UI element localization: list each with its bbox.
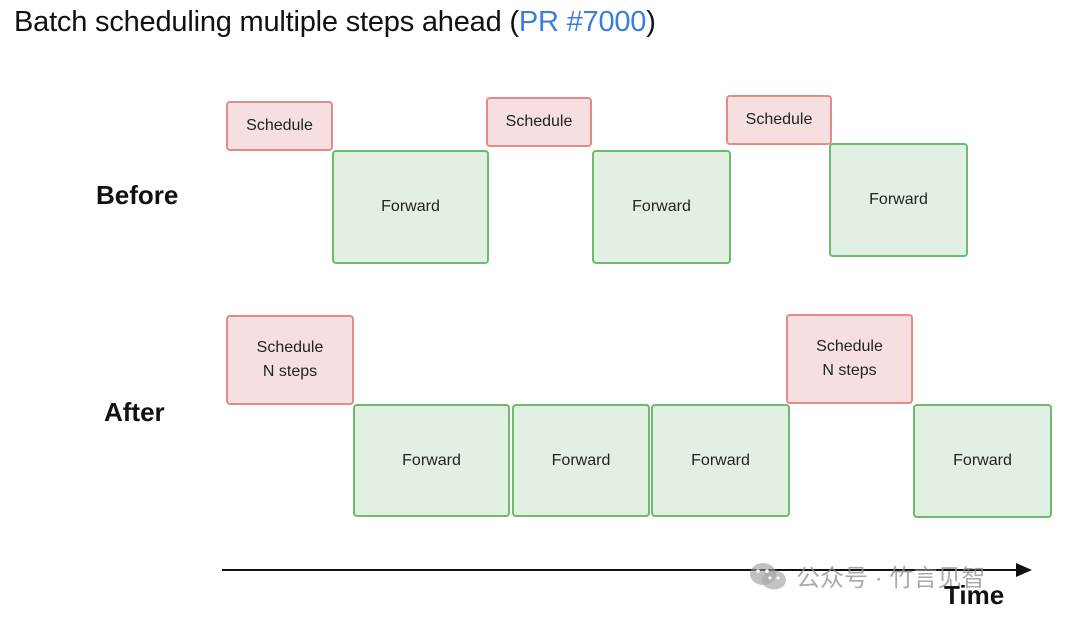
before-forward-1: Forward: [332, 150, 489, 264]
after-forward-4: Forward: [913, 404, 1052, 518]
time-axis-arrowhead: [1016, 563, 1032, 577]
box-text: Schedule: [745, 111, 813, 128]
box-text-line: Schedule: [816, 338, 883, 355]
box-text-line: N steps: [262, 363, 318, 380]
title-close: ): [646, 6, 656, 38]
watermark: 公众号 · 竹言见智: [748, 558, 985, 593]
box-text: Schedule: [505, 113, 573, 130]
box-text: Schedule: [246, 117, 313, 134]
before-forward-2: Forward: [592, 150, 731, 264]
box-text-line: N steps: [822, 362, 877, 379]
after-schedule-1: Schedule N steps: [226, 315, 354, 405]
watermark-text: 公众号 · 竹言见智: [796, 565, 986, 592]
title-text: Batch scheduling multiple steps ahead (: [14, 6, 519, 38]
row-label-after: After: [104, 397, 165, 427]
time-axis-label: Time: [944, 580, 1005, 610]
before-schedule-1: Schedule: [226, 101, 333, 151]
after-schedule-2: Schedule N steps: [786, 314, 913, 404]
box-text: Forward: [691, 451, 750, 469]
box-text-group: Schedule N steps: [257, 336, 324, 384]
box-text: Forward: [953, 452, 1012, 469]
pr-link[interactable]: PR #7000: [518, 6, 647, 38]
after-forward-2: Forward: [512, 404, 650, 517]
wechat-icon: [750, 562, 786, 589]
box-text-line: Schedule: [256, 339, 324, 356]
before-forward-3: Forward: [829, 143, 968, 257]
before-schedule-3: Schedule: [726, 95, 832, 145]
box-text: Forward: [869, 191, 928, 208]
time-axis-line: [222, 569, 1022, 571]
box-text: Forward: [632, 198, 691, 215]
box-text: Forward: [551, 451, 611, 469]
after-forward-3: Forward: [651, 404, 790, 517]
box-text-group: Schedule N steps: [816, 335, 883, 383]
before-schedule-2: Schedule: [486, 97, 592, 147]
diagram-title: Batch scheduling multiple steps ahead (P…: [14, 6, 656, 39]
row-label-before: Before: [96, 180, 179, 210]
box-text: Forward: [402, 451, 461, 469]
after-forward-1: Forward: [353, 404, 510, 517]
box-text: Forward: [381, 198, 440, 215]
